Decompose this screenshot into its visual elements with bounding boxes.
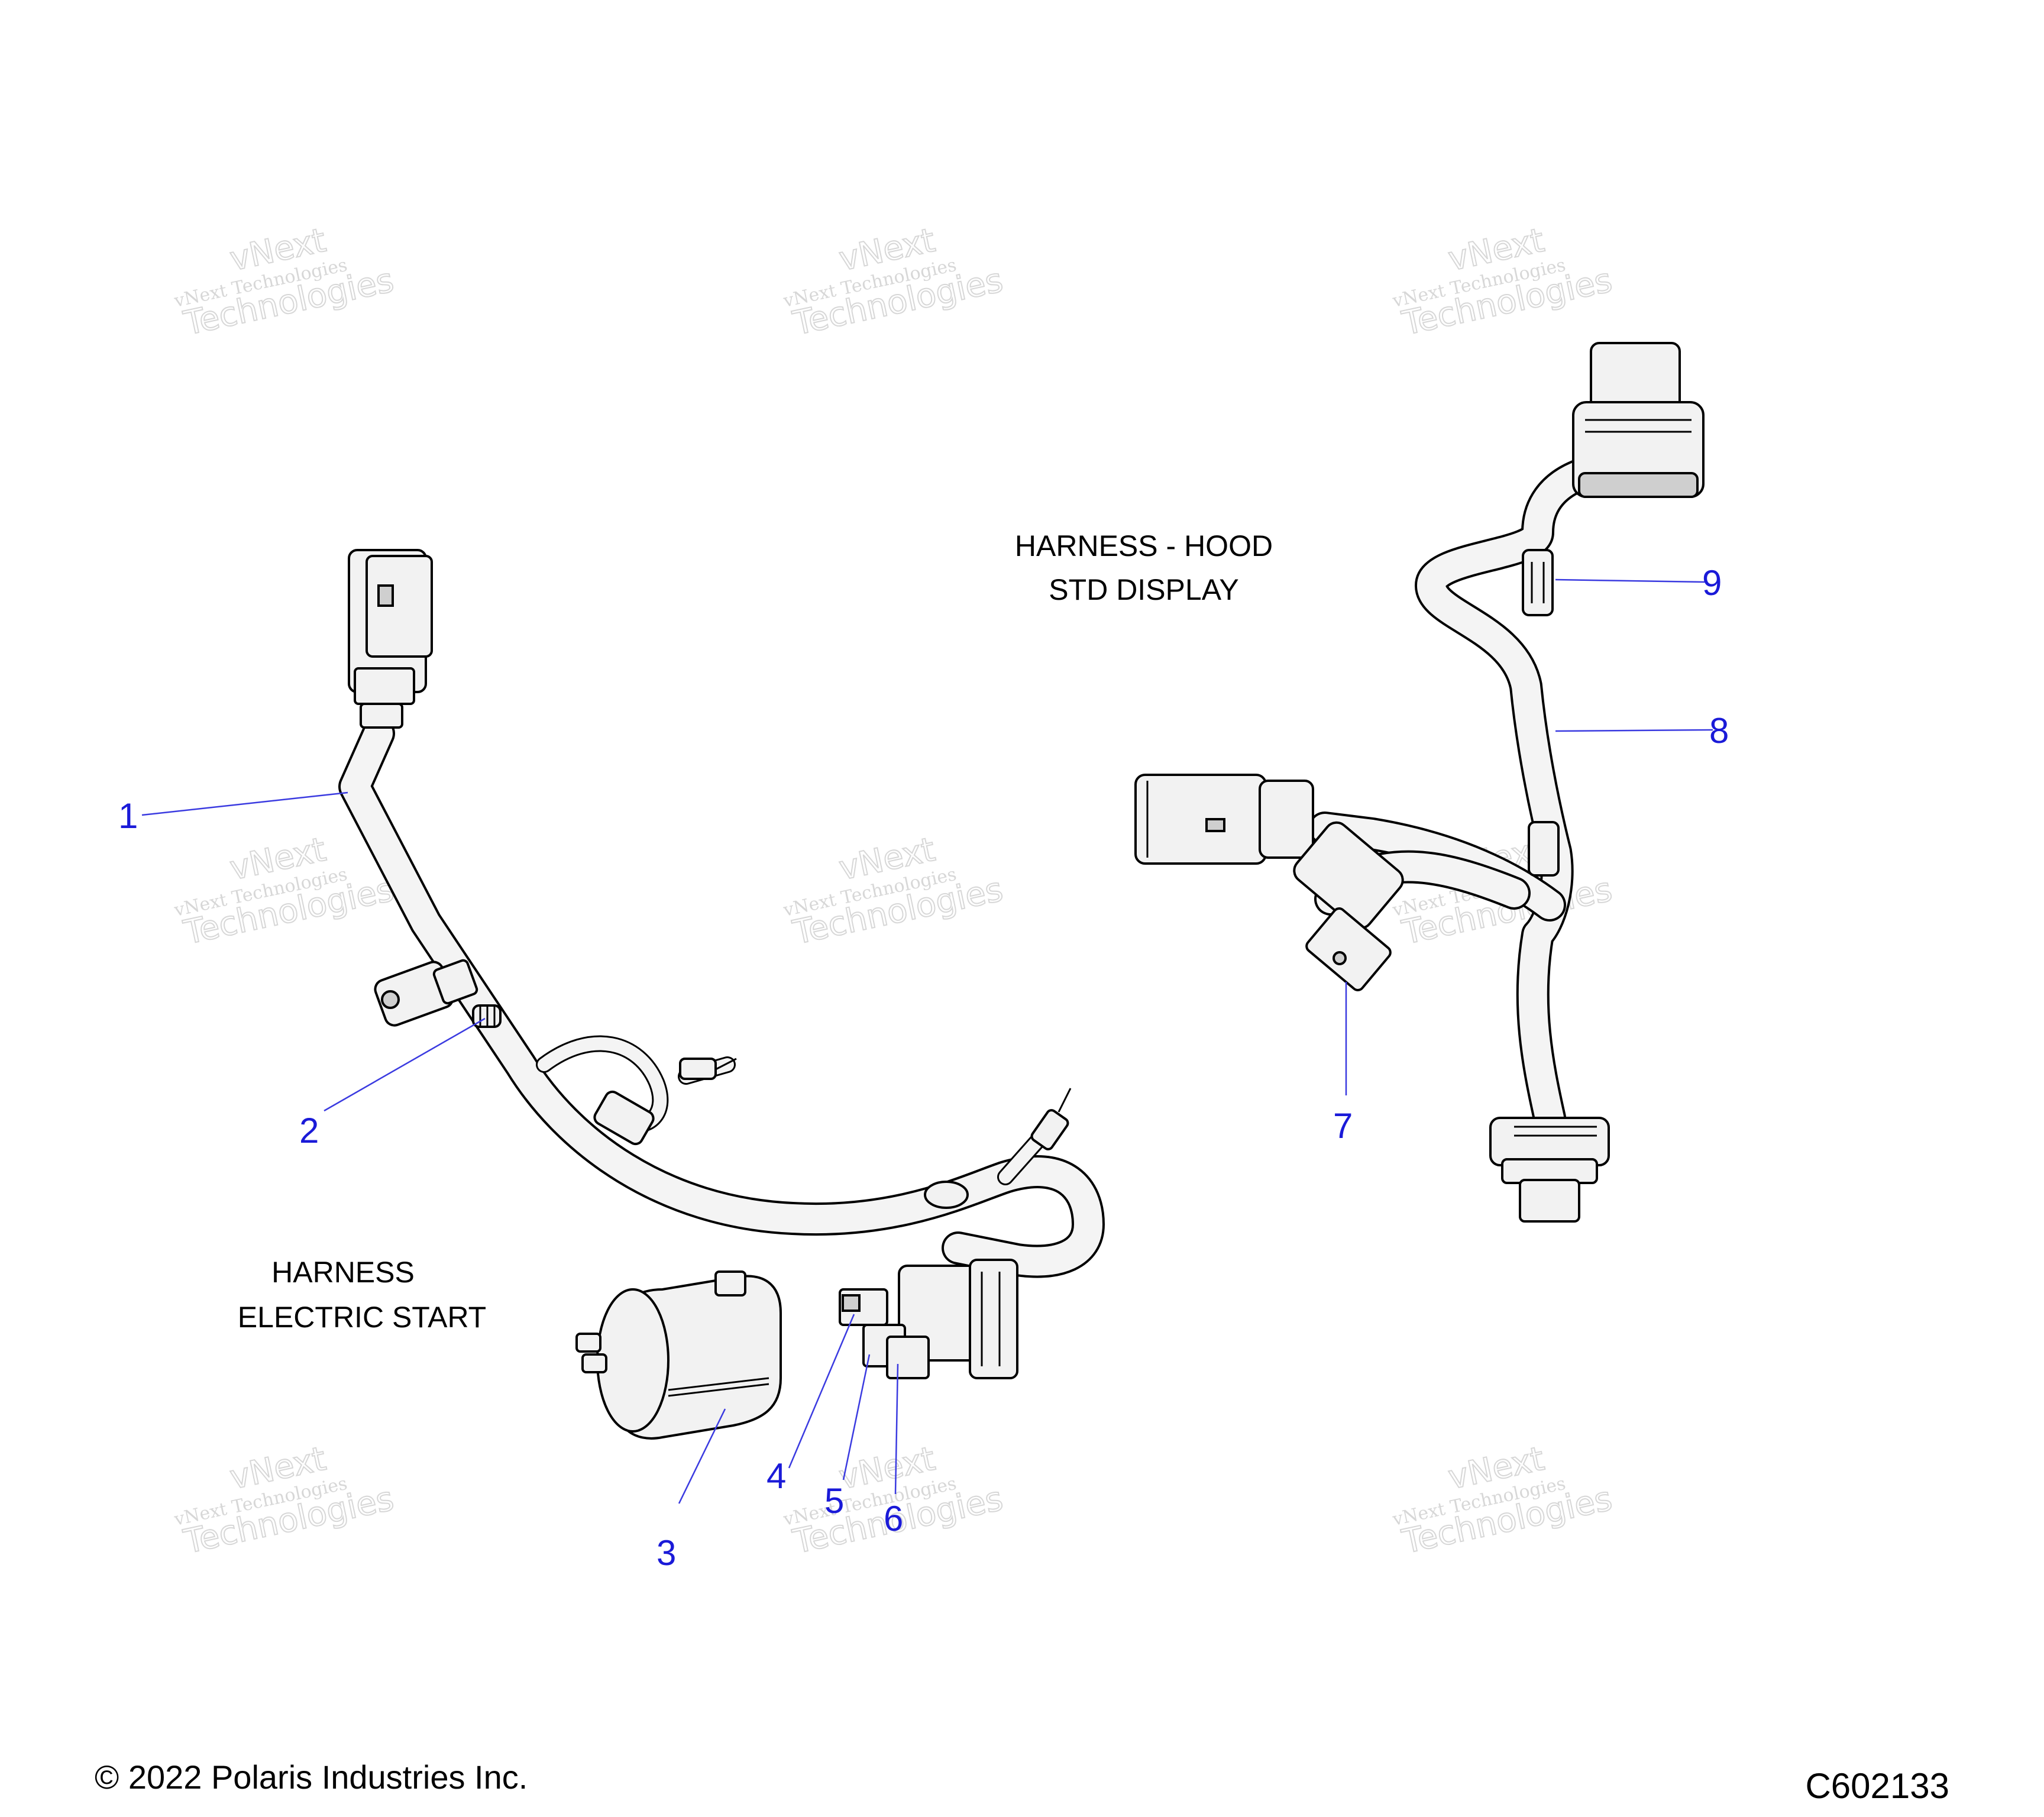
label-harness-hood-line2: STD DISPLAY (1049, 573, 1238, 606)
label-harness-electric-line2: ELECTRIC START (238, 1301, 486, 1334)
copyright-text: © 2022 Polaris Industries Inc. (95, 1758, 528, 1796)
callout-1: 1 (118, 796, 138, 836)
callout-5: 5 (824, 1481, 844, 1521)
callout-numbers: 1 2 3 4 5 6 7 8 9 (118, 563, 1729, 1573)
relay-part-3 (575, 1270, 782, 1440)
diagram-code: C602133 (1805, 1766, 1949, 1806)
label-harness-electric-line1: HARNESS (271, 1256, 415, 1289)
callout-6: 6 (884, 1499, 903, 1538)
labels: HARNESS ELECTRIC START HARNESS - HOOD ST… (238, 529, 1273, 1334)
callout-7: 7 (1333, 1106, 1353, 1146)
harness-electric-start (338, 549, 1105, 1379)
leader-lines (141, 578, 1713, 1504)
callout-9: 9 (1702, 563, 1722, 603)
callout-8: 8 (1709, 711, 1729, 751)
footer: © 2022 Polaris Industries Inc. C602133 (95, 1758, 1949, 1806)
callout-3: 3 (656, 1533, 676, 1573)
label-harness-hood-line1: HARNESS - HOOD (1015, 529, 1273, 562)
harness-hood-std-display (1134, 342, 1705, 1223)
callout-2: 2 (299, 1111, 319, 1150)
callout-4: 4 (767, 1456, 786, 1496)
